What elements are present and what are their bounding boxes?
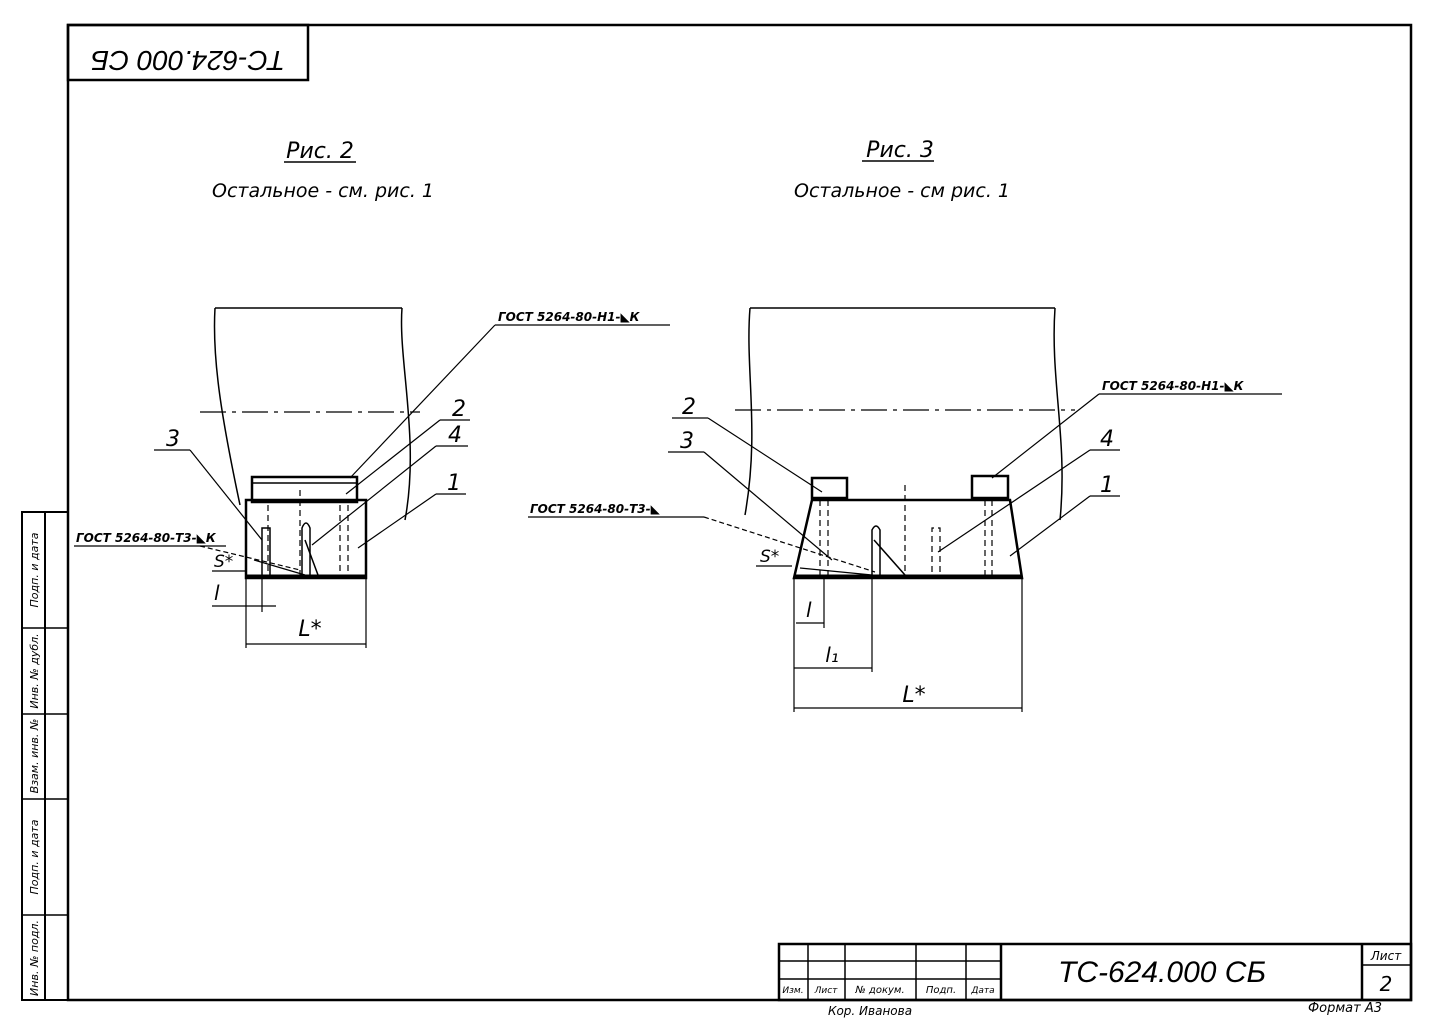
fig3-dim-l: l bbox=[806, 598, 812, 622]
tb-doc-code: ТС-624.000 СБ bbox=[1058, 956, 1266, 989]
fig2-weld-left: ГОСТ 5264-80-Т3-◣К bbox=[76, 531, 217, 545]
fig3-pos-4: 4 bbox=[1100, 427, 1114, 452]
fig2-dim-L: L* bbox=[298, 617, 321, 642]
title-block: Изм. Лист № докум. Подп. Дата ТС-624.000… bbox=[777, 942, 1413, 1018]
fig2-pos-3: 3 bbox=[166, 427, 180, 452]
tb-sheet-no: 2 bbox=[1380, 972, 1393, 996]
tb-format: Формат А3 bbox=[1308, 1001, 1382, 1016]
fig3-dim-s: S* bbox=[760, 547, 779, 567]
tb-sheet-label: Лист bbox=[1370, 949, 1402, 963]
figure-2: Рис. 2 Остальное - см. рис. 1 3 2 4 1 bbox=[74, 139, 670, 648]
fig3-pos-1: 1 bbox=[1100, 473, 1114, 498]
fig3-title: Рис. 3 bbox=[866, 138, 934, 163]
fig3-dim-L: L* bbox=[902, 683, 925, 708]
side-label-5: Инв. № подл. bbox=[28, 920, 41, 996]
side-label-4: Подп. и дата bbox=[28, 819, 41, 894]
fig3-pos-2: 2 bbox=[682, 395, 696, 420]
figure-3: Рис. 3 Остальное - см рис. 1 2 3 4 bbox=[528, 138, 1282, 712]
fig2-weld-top: ГОСТ 5264-80-Н1-◣К bbox=[498, 310, 641, 324]
fig2-dim-l: l bbox=[214, 581, 220, 605]
stamp-code: ТС-624.000 СБ bbox=[91, 45, 285, 76]
side-label-1: Подп. и дата bbox=[28, 532, 41, 607]
fig2-pos-4: 4 bbox=[448, 423, 462, 448]
fig3-weld-top: ГОСТ 5264-80-Н1-◣К bbox=[1102, 379, 1245, 393]
fig2-title: Рис. 2 bbox=[286, 139, 354, 164]
tb-header-doc: № докум. bbox=[854, 985, 904, 996]
fig3-dim-l1: l₁ bbox=[825, 643, 839, 667]
tb-copier: Кор. Иванова bbox=[828, 1004, 912, 1018]
side-label-2: Инв. № дубл. bbox=[28, 633, 41, 708]
tb-header-list: Лист bbox=[814, 986, 839, 996]
fig2-dim-s: S* bbox=[214, 552, 233, 572]
fig2-pos-2: 2 bbox=[452, 397, 466, 422]
fig3-pos-3: 3 bbox=[680, 429, 694, 454]
tb-header-date: Дата bbox=[970, 986, 994, 996]
side-label-3: Взам. инв. № bbox=[28, 719, 41, 794]
sheet-frame bbox=[66, 23, 1413, 1002]
tb-header-podp: Подп. bbox=[926, 985, 956, 996]
fig3-subtitle: Остальное - см рис. 1 bbox=[794, 180, 1010, 202]
fig3-weld-left: ГОСТ 5264-80-Т3-◣ bbox=[530, 502, 661, 516]
stamp-box bbox=[66, 23, 310, 82]
tb-header-izm: Изм. bbox=[782, 986, 803, 996]
side-strip: Подп. и дата Инв. № дубл. Взам. инв. № П… bbox=[21, 511, 69, 1001]
fig2-subtitle: Остальное - см. рис. 1 bbox=[212, 180, 434, 202]
fig2-pos-1: 1 bbox=[447, 471, 461, 496]
